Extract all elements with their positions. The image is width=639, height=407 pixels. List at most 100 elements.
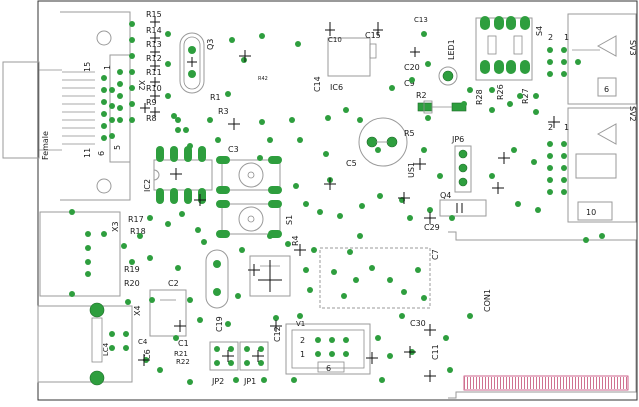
label-c30: C30 <box>410 319 426 328</box>
label-s4: S4 <box>535 26 544 36</box>
label-x3: X3 <box>111 221 120 232</box>
crystal-c19 <box>205 249 229 309</box>
label-r2: R2 <box>416 91 427 100</box>
label-c13: C13 <box>414 16 428 24</box>
x4-block <box>149 289 187 337</box>
label-c7: C7 <box>431 249 440 260</box>
label-r26: R26 <box>496 84 505 100</box>
dashed-ic-area <box>319 247 431 309</box>
label-r28: R28 <box>475 89 484 105</box>
crystal-q4 <box>427 199 487 217</box>
label-c2: C2 <box>168 279 179 288</box>
c13-mark <box>410 47 420 57</box>
label-r5: R5 <box>404 129 415 138</box>
r2-resistor <box>417 100 467 114</box>
label-r10: R10 <box>146 84 162 93</box>
label-r20: R20 <box>124 279 140 288</box>
label-lc4: LC4 <box>102 342 110 356</box>
label-r14: R14 <box>146 26 162 35</box>
led1 <box>438 66 458 86</box>
label-c20: C20 <box>404 63 420 72</box>
label-sv3-1: 1 <box>564 33 569 42</box>
jumper-jp2 <box>209 341 239 371</box>
label-v1: V1 <box>296 320 305 328</box>
label-c4: C4 <box>138 338 148 346</box>
label-ic6: IC6 <box>330 83 343 92</box>
label-c9: C9 <box>404 79 415 88</box>
button-upper <box>216 156 282 194</box>
label-r19: R19 <box>124 265 140 274</box>
label-6: 6 <box>97 151 106 156</box>
label-r42: R42 <box>258 76 268 82</box>
socket-x3 <box>39 209 121 297</box>
label-led1: LED1 <box>447 39 456 60</box>
label-jp6: JP6 <box>451 135 464 144</box>
label-con1: CON1 <box>483 289 492 312</box>
label-x4: X4 <box>133 305 142 316</box>
label-r3: R3 <box>218 107 229 116</box>
label-female: Female <box>41 131 50 160</box>
power-jack <box>37 302 133 386</box>
label-c15: C15 <box>365 31 381 40</box>
button-lower <box>216 200 282 238</box>
label-r22: R22 <box>176 358 190 366</box>
label-r21: R21 <box>174 350 188 358</box>
label-r15: R15 <box>146 10 162 19</box>
label-x2: X2 <box>137 80 146 91</box>
label-r13: R13 <box>146 40 162 49</box>
label-r8: R8 <box>146 114 157 123</box>
label-sv3-6: 6 <box>604 85 609 94</box>
small-ic <box>249 255 291 297</box>
label-header-2: 2 <box>300 336 305 345</box>
label-r18: R18 <box>130 227 146 236</box>
ic6-block <box>325 22 383 77</box>
header-v1 <box>285 323 371 375</box>
label-sv2: SV2 <box>628 106 637 122</box>
label-15: 15 <box>83 62 92 72</box>
label-r1: R1 <box>210 93 221 102</box>
connector-con1 <box>448 231 637 399</box>
label-r11: R11 <box>146 68 162 77</box>
label-r17: R17 <box>128 215 144 224</box>
label-s1: S1 <box>285 215 294 225</box>
label-us1: US1 <box>407 162 416 178</box>
label-r4: R4 <box>291 235 300 246</box>
label-c6: C6 <box>143 349 152 360</box>
label-1a: 1 <box>103 65 112 70</box>
label-jp2: JP2 <box>211 377 224 386</box>
ic2-chip <box>153 146 213 204</box>
label-sv3-2: 2 <box>548 33 553 42</box>
label-q3: Q3 <box>206 39 215 50</box>
label-r9: R9 <box>146 98 157 107</box>
label-sv2-2: 2 <box>548 123 553 132</box>
label-11: 11 <box>83 148 92 158</box>
label-header-6: 6 <box>326 364 331 373</box>
label-jp1: JP1 <box>243 377 256 386</box>
label-r27: R27 <box>521 88 530 104</box>
label-r12: R12 <box>146 54 162 63</box>
label-c19: C19 <box>215 316 224 332</box>
db15-connector <box>2 11 131 201</box>
label-c3: C3 <box>228 145 239 154</box>
capacitor-c5 <box>358 117 408 167</box>
test-marks <box>138 50 560 382</box>
label-sv2-10: 10 <box>586 208 596 217</box>
label-c1: C1 <box>178 339 189 348</box>
resistor-stack: R15 R14 R13 R12 R11 R10 R9 R8 X2 <box>129 10 189 133</box>
label-ic2: IC2 <box>143 179 152 192</box>
label-c29: C29 <box>424 223 440 232</box>
label-c5: C5 <box>346 159 357 168</box>
crystal-q3 <box>179 32 205 94</box>
sv2-connector <box>547 107 637 223</box>
jumper-jp6 <box>454 145 472 193</box>
label-q4: Q4 <box>440 191 451 200</box>
label-sv2-1: 1 <box>564 123 569 132</box>
label-5: 5 <box>113 145 122 150</box>
sv3-connector <box>547 13 637 105</box>
board-outline <box>37 0 638 401</box>
label-c14: C14 <box>313 76 322 92</box>
vias <box>121 31 605 385</box>
label-header-1: 1 <box>300 350 305 359</box>
